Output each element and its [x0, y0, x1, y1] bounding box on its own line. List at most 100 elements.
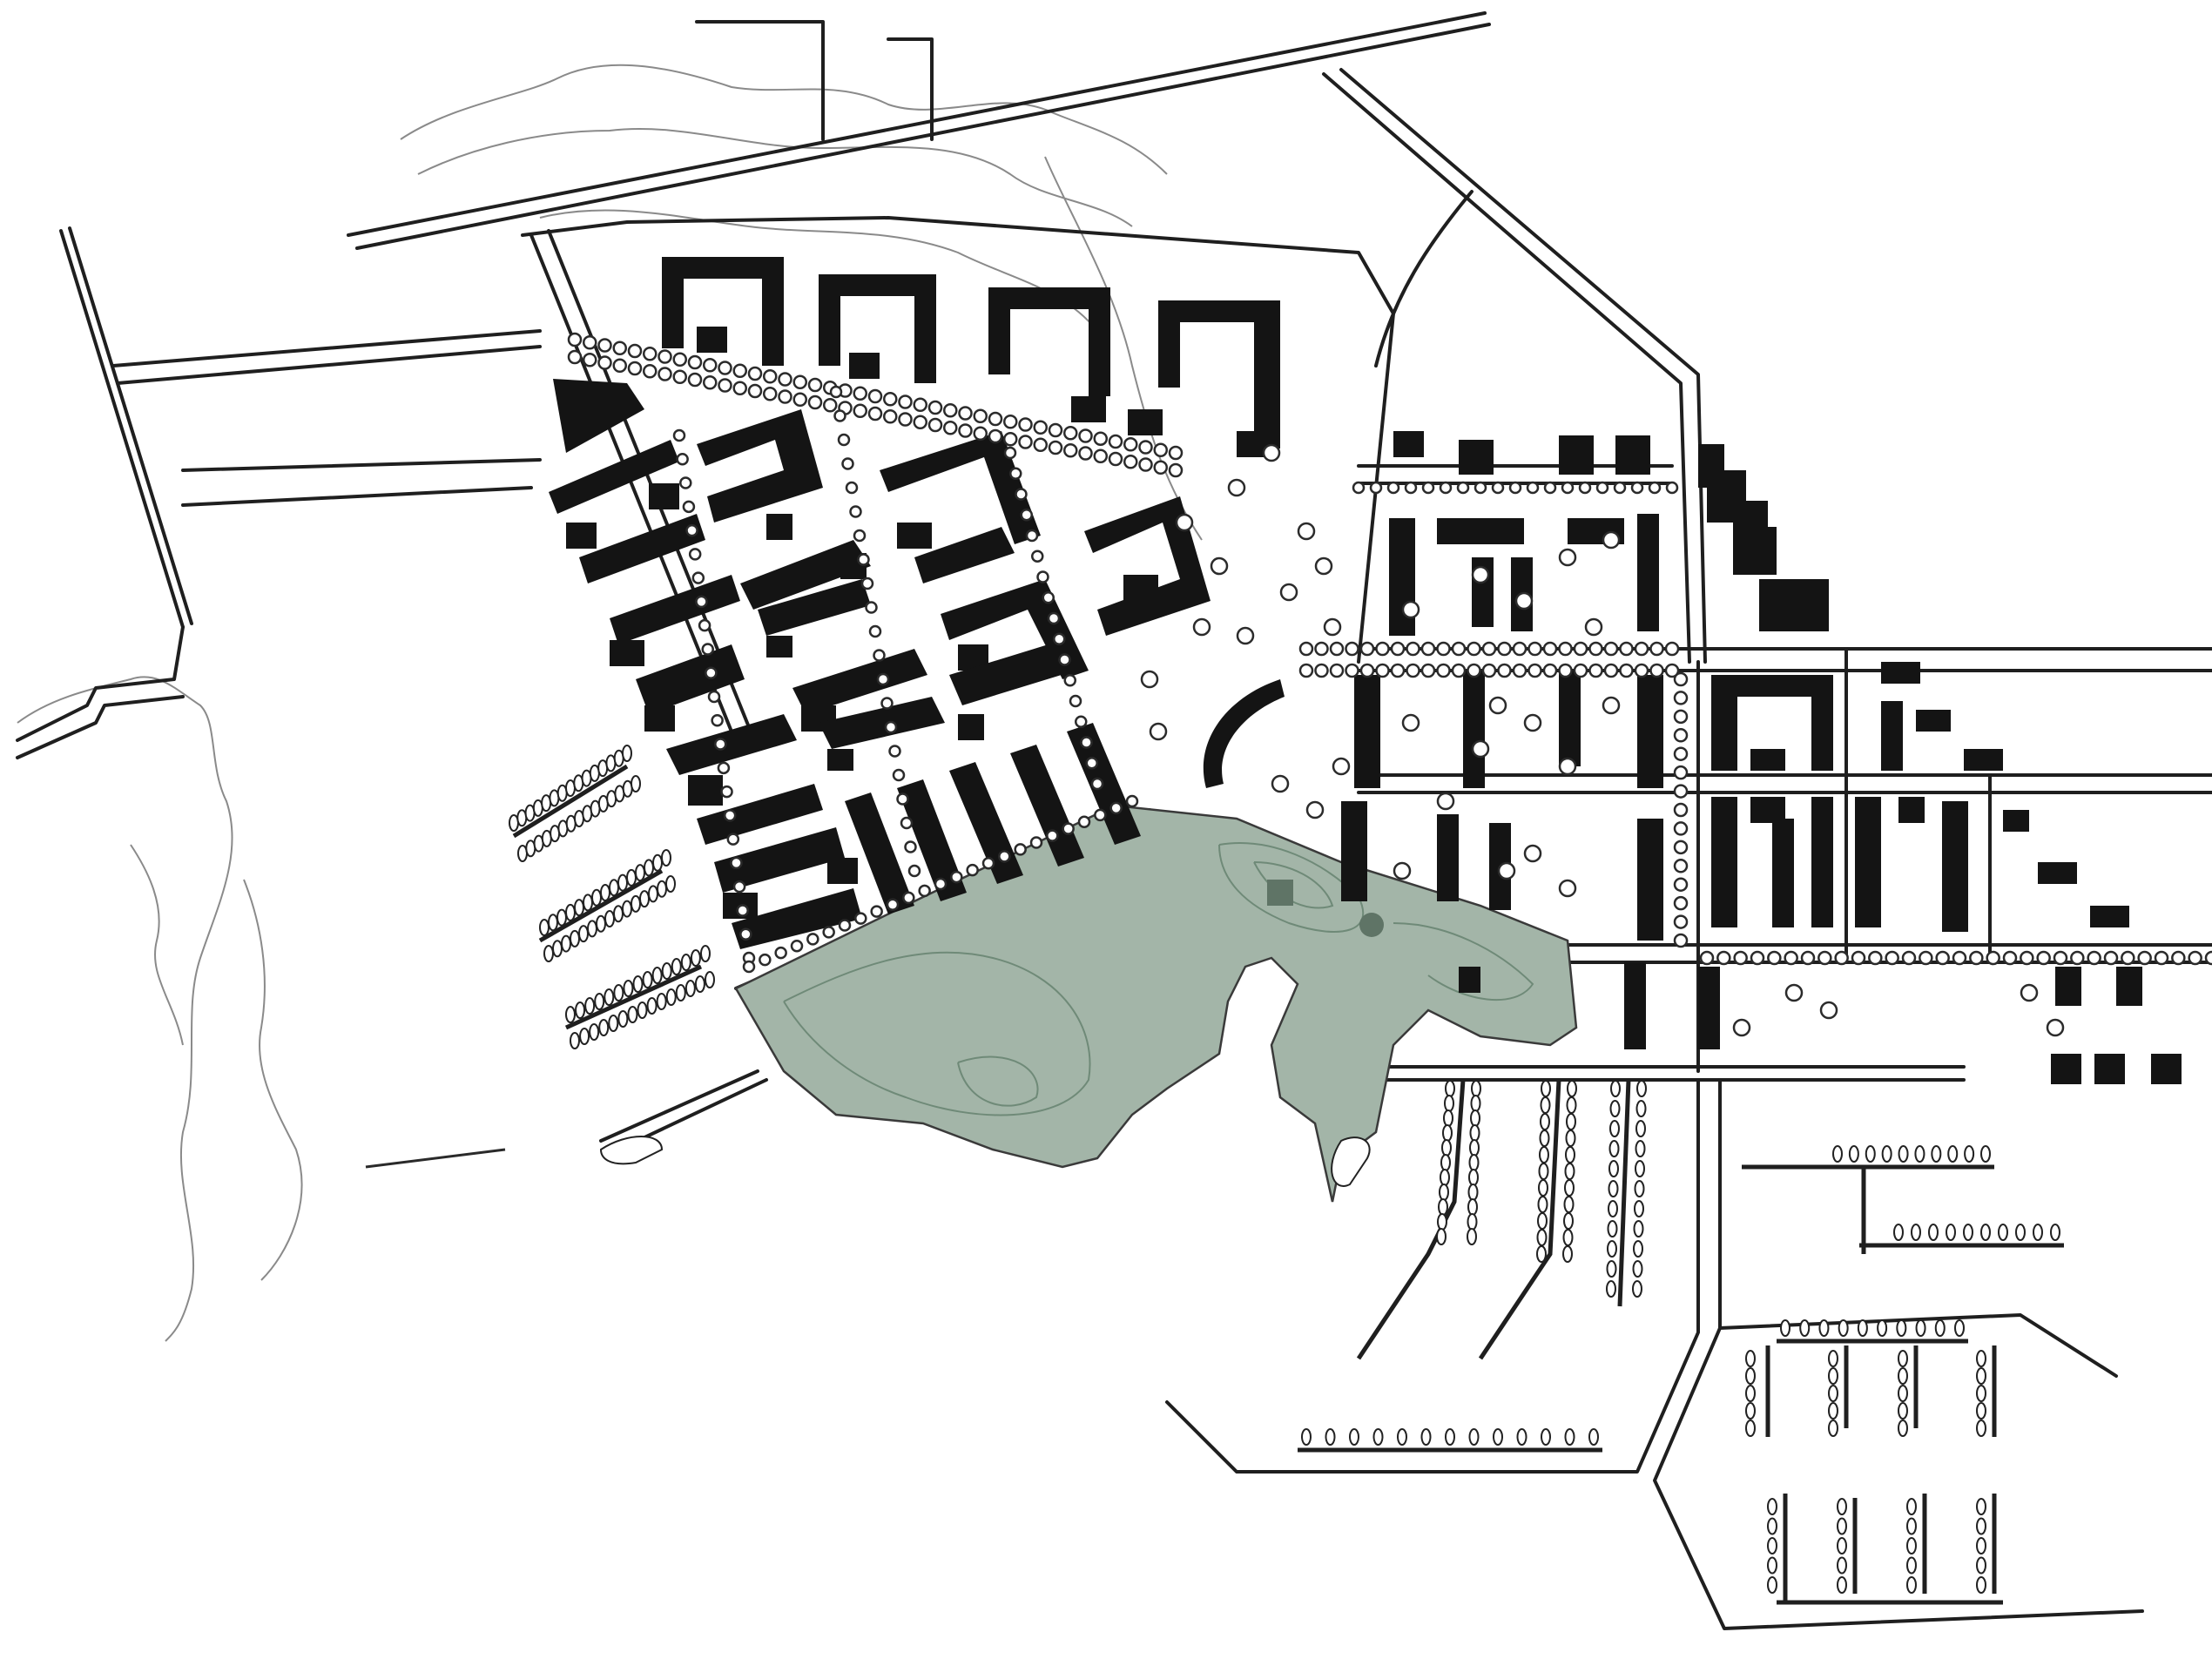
- tree: [854, 912, 867, 925]
- tree: [1015, 488, 1028, 501]
- boat: [575, 1001, 586, 1019]
- tree: [883, 392, 898, 407]
- boat: [1906, 1556, 1917, 1575]
- boat: [642, 971, 653, 988]
- tree: [1046, 829, 1059, 842]
- tree: [682, 500, 696, 514]
- tree: [1036, 570, 1049, 583]
- boat: [1445, 1428, 1455, 1446]
- boat: [1468, 1154, 1480, 1171]
- tree: [1527, 663, 1542, 678]
- boat: [1437, 1213, 1447, 1231]
- tree: [687, 372, 703, 388]
- boat: [587, 920, 597, 938]
- boat: [627, 1006, 638, 1023]
- tree: [1069, 694, 1082, 708]
- west-shoreline: [17, 676, 506, 1342]
- boat: [1467, 1184, 1479, 1201]
- tree: [612, 341, 627, 355]
- boat: [631, 775, 641, 792]
- boat: [1632, 1260, 1643, 1278]
- boat: [1767, 1517, 1777, 1535]
- boat: [594, 993, 605, 1010]
- tree: [759, 953, 772, 967]
- boat: [1469, 1124, 1480, 1142]
- tree: [778, 372, 792, 387]
- tree: [898, 395, 913, 409]
- tree: [1885, 950, 1899, 966]
- tree: [1077, 815, 1091, 828]
- park-pavilion: [1267, 880, 1293, 906]
- boat: [705, 971, 715, 988]
- boat: [1538, 1179, 1548, 1197]
- boat: [1301, 1428, 1312, 1446]
- boat: [565, 903, 576, 921]
- tree: [1952, 950, 1967, 966]
- boat: [1634, 1200, 1644, 1217]
- tree: [1602, 696, 1621, 715]
- tree: [1491, 481, 1505, 495]
- tree: [1063, 426, 1078, 441]
- boat: [646, 997, 658, 1015]
- tree: [1062, 822, 1075, 835]
- boat: [1976, 1350, 1986, 1367]
- tree: [1123, 455, 1138, 469]
- tree: [1404, 481, 1418, 495]
- tree: [1542, 663, 1558, 678]
- boat: [1976, 1385, 1986, 1402]
- tree: [1467, 663, 1481, 678]
- boat: [574, 899, 584, 917]
- tree: [687, 354, 703, 370]
- boat: [1837, 1498, 1847, 1515]
- green-park: [734, 804, 1578, 1203]
- boat: [1609, 1120, 1620, 1137]
- tree: [806, 933, 819, 946]
- tree: [1665, 481, 1679, 495]
- tree: [1168, 445, 1184, 461]
- boat: [1438, 1198, 1448, 1216]
- boats: [509, 745, 2060, 1594]
- boat: [652, 853, 663, 872]
- tree: [658, 349, 672, 364]
- boat: [1632, 1280, 1642, 1298]
- tree: [1558, 879, 1577, 898]
- tree: [1573, 641, 1588, 657]
- tree: [823, 398, 838, 413]
- tree: [698, 618, 711, 632]
- tree: [981, 857, 995, 870]
- boat: [539, 919, 550, 936]
- boat: [1832, 1145, 1843, 1163]
- boat: [1828, 1350, 1838, 1367]
- boat: [622, 900, 632, 918]
- boat: [1767, 1556, 1777, 1575]
- tree: [1168, 462, 1184, 478]
- boat: [1536, 1229, 1548, 1246]
- boat: [1562, 1245, 1573, 1263]
- tree: [1634, 663, 1649, 678]
- boat: [617, 873, 628, 892]
- boat: [1745, 1420, 1756, 1437]
- tree: [2204, 950, 2212, 966]
- boat: [1539, 1146, 1549, 1163]
- boat: [1906, 1537, 1917, 1554]
- boat: [1877, 1319, 1888, 1337]
- marina-piers: [512, 764, 2064, 1605]
- tree: [1314, 663, 1329, 678]
- boat: [1540, 1096, 1551, 1114]
- boat: [583, 894, 593, 912]
- tree: [1271, 774, 1290, 793]
- tree: [627, 361, 643, 376]
- tree: [1436, 641, 1451, 657]
- tree: [833, 409, 846, 422]
- boat: [1567, 1080, 1577, 1097]
- boat: [556, 908, 567, 927]
- boat: [1443, 1109, 1453, 1127]
- boat: [552, 940, 563, 958]
- tree: [896, 792, 909, 806]
- tree: [1634, 641, 1649, 657]
- tree: [853, 529, 867, 543]
- tree: [1359, 663, 1375, 678]
- tree: [1401, 600, 1420, 619]
- boat: [1608, 1140, 1620, 1157]
